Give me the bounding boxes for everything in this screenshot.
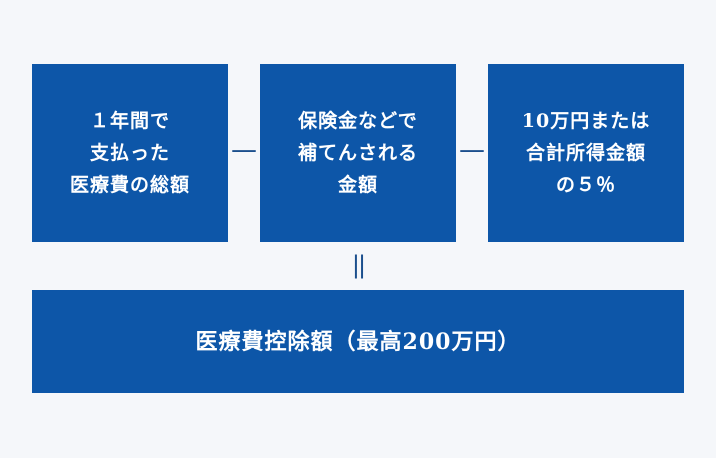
- insurance-reimbursement-label: 保険金などで 補てんされる 金額: [297, 110, 418, 196]
- equals-operator: ||: [351, 251, 366, 279]
- threshold-amount-label: 10万円または 合計所得金額 の５％: [521, 110, 651, 196]
- insurance-reimbursement-box: 保険金などで 補てんされる 金額: [260, 64, 456, 242]
- total-medical-expenses-label: １年間で 支払った 医療費の総額: [69, 110, 190, 196]
- medical-deduction-result-label: 医療費控除額（最高200万円）: [195, 328, 521, 355]
- total-medical-expenses-box: １年間で 支払った 医療費の総額: [32, 64, 228, 242]
- medical-deduction-result-box: 医療費控除額（最高200万円）: [32, 290, 684, 393]
- minus-operator-1: —: [231, 135, 257, 165]
- threshold-amount-box: 10万円または 合計所得金額 の５％: [488, 64, 684, 242]
- minus-operator-2: —: [459, 135, 485, 165]
